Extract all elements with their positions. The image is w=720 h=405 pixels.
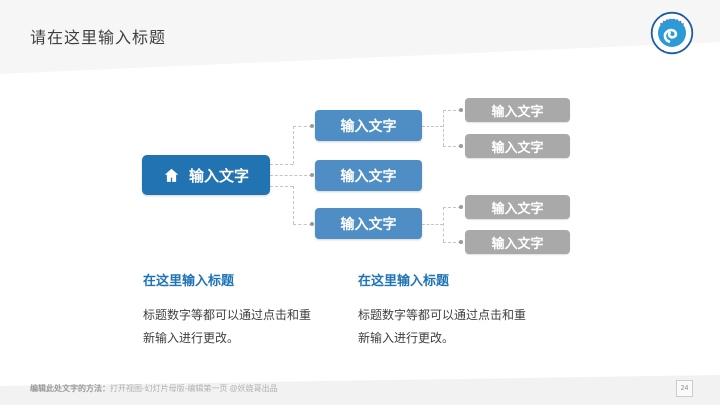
connector-dot (310, 124, 314, 128)
connector-dot (459, 205, 463, 209)
connector-line (443, 207, 461, 208)
school-logo-icon (650, 11, 694, 55)
home-icon (164, 168, 179, 182)
connector-line (443, 146, 461, 147)
text-section-right[interactable]: 在这里输入标题 标题数字等都可以通过点击和重 新输入进行更改。 (358, 270, 563, 350)
footer-note-text: 打开视图-幻灯片母版-编辑第一页 @妖娆哥出品 (110, 384, 278, 393)
page-number: 24 (676, 380, 693, 397)
leaf-node-label: 输入文字 (491, 200, 544, 216)
connector-line (293, 126, 294, 164)
leaf-node-1[interactable]: 输入文字 (465, 98, 570, 122)
branch-node-label: 输入文字 (340, 167, 397, 184)
branch-node-label: 输入文字 (340, 117, 397, 134)
connector-line (293, 126, 312, 127)
section-body[interactable]: 标题数字等都可以通过点击和重 新输入进行更改。 (143, 308, 312, 345)
connector-line (443, 110, 461, 111)
connector-line (293, 186, 294, 224)
connector-line (293, 224, 312, 225)
leaf-node-label: 输入文字 (491, 139, 544, 155)
footer-note: 编辑此处文字的方法：打开视图-幻灯片母版-编辑第一页 @妖娆哥出品 (30, 383, 278, 394)
connector-line (443, 242, 461, 243)
slide-title-placeholder[interactable]: 请在这里输入标题 (30, 30, 167, 47)
connector-dot (310, 222, 314, 226)
connector-dot (459, 144, 463, 148)
root-node-label: 输入文字 (188, 167, 249, 185)
leaf-node-4[interactable]: 输入文字 (465, 230, 570, 254)
branch-node-label: 输入文字 (340, 215, 397, 232)
connector-line (270, 175, 312, 176)
footer-note-label: 编辑此处文字的方法： (30, 384, 110, 393)
connector-line (422, 126, 443, 127)
branch-node-1[interactable]: 输入文字 (315, 110, 422, 141)
text-section-left[interactable]: 在这里输入标题 标题数字等都可以通过点击和重 新输入进行更改。 (143, 270, 348, 350)
leaf-node-label: 输入文字 (491, 103, 544, 119)
root-node[interactable]: 输入文字 (142, 155, 270, 195)
section-heading[interactable]: 在这里输入标题 (358, 273, 450, 288)
section-heading[interactable]: 在这里输入标题 (143, 273, 235, 288)
connector-line (443, 207, 444, 242)
connector-dot (459, 108, 463, 112)
leaf-node-2[interactable]: 输入文字 (465, 134, 570, 158)
connector-dot (459, 240, 463, 244)
connector-dot (310, 173, 314, 177)
branch-node-3[interactable]: 输入文字 (315, 208, 422, 239)
section-body[interactable]: 标题数字等都可以通过点击和重 新输入进行更改。 (358, 308, 527, 345)
leaf-node-3[interactable]: 输入文字 (465, 195, 570, 219)
branch-node-2[interactable]: 输入文字 (315, 160, 422, 191)
leaf-node-label: 输入文字 (491, 235, 544, 251)
connector-line (270, 186, 293, 187)
connector-line (270, 164, 293, 165)
connector-line (422, 224, 443, 225)
connector-line (443, 110, 444, 146)
